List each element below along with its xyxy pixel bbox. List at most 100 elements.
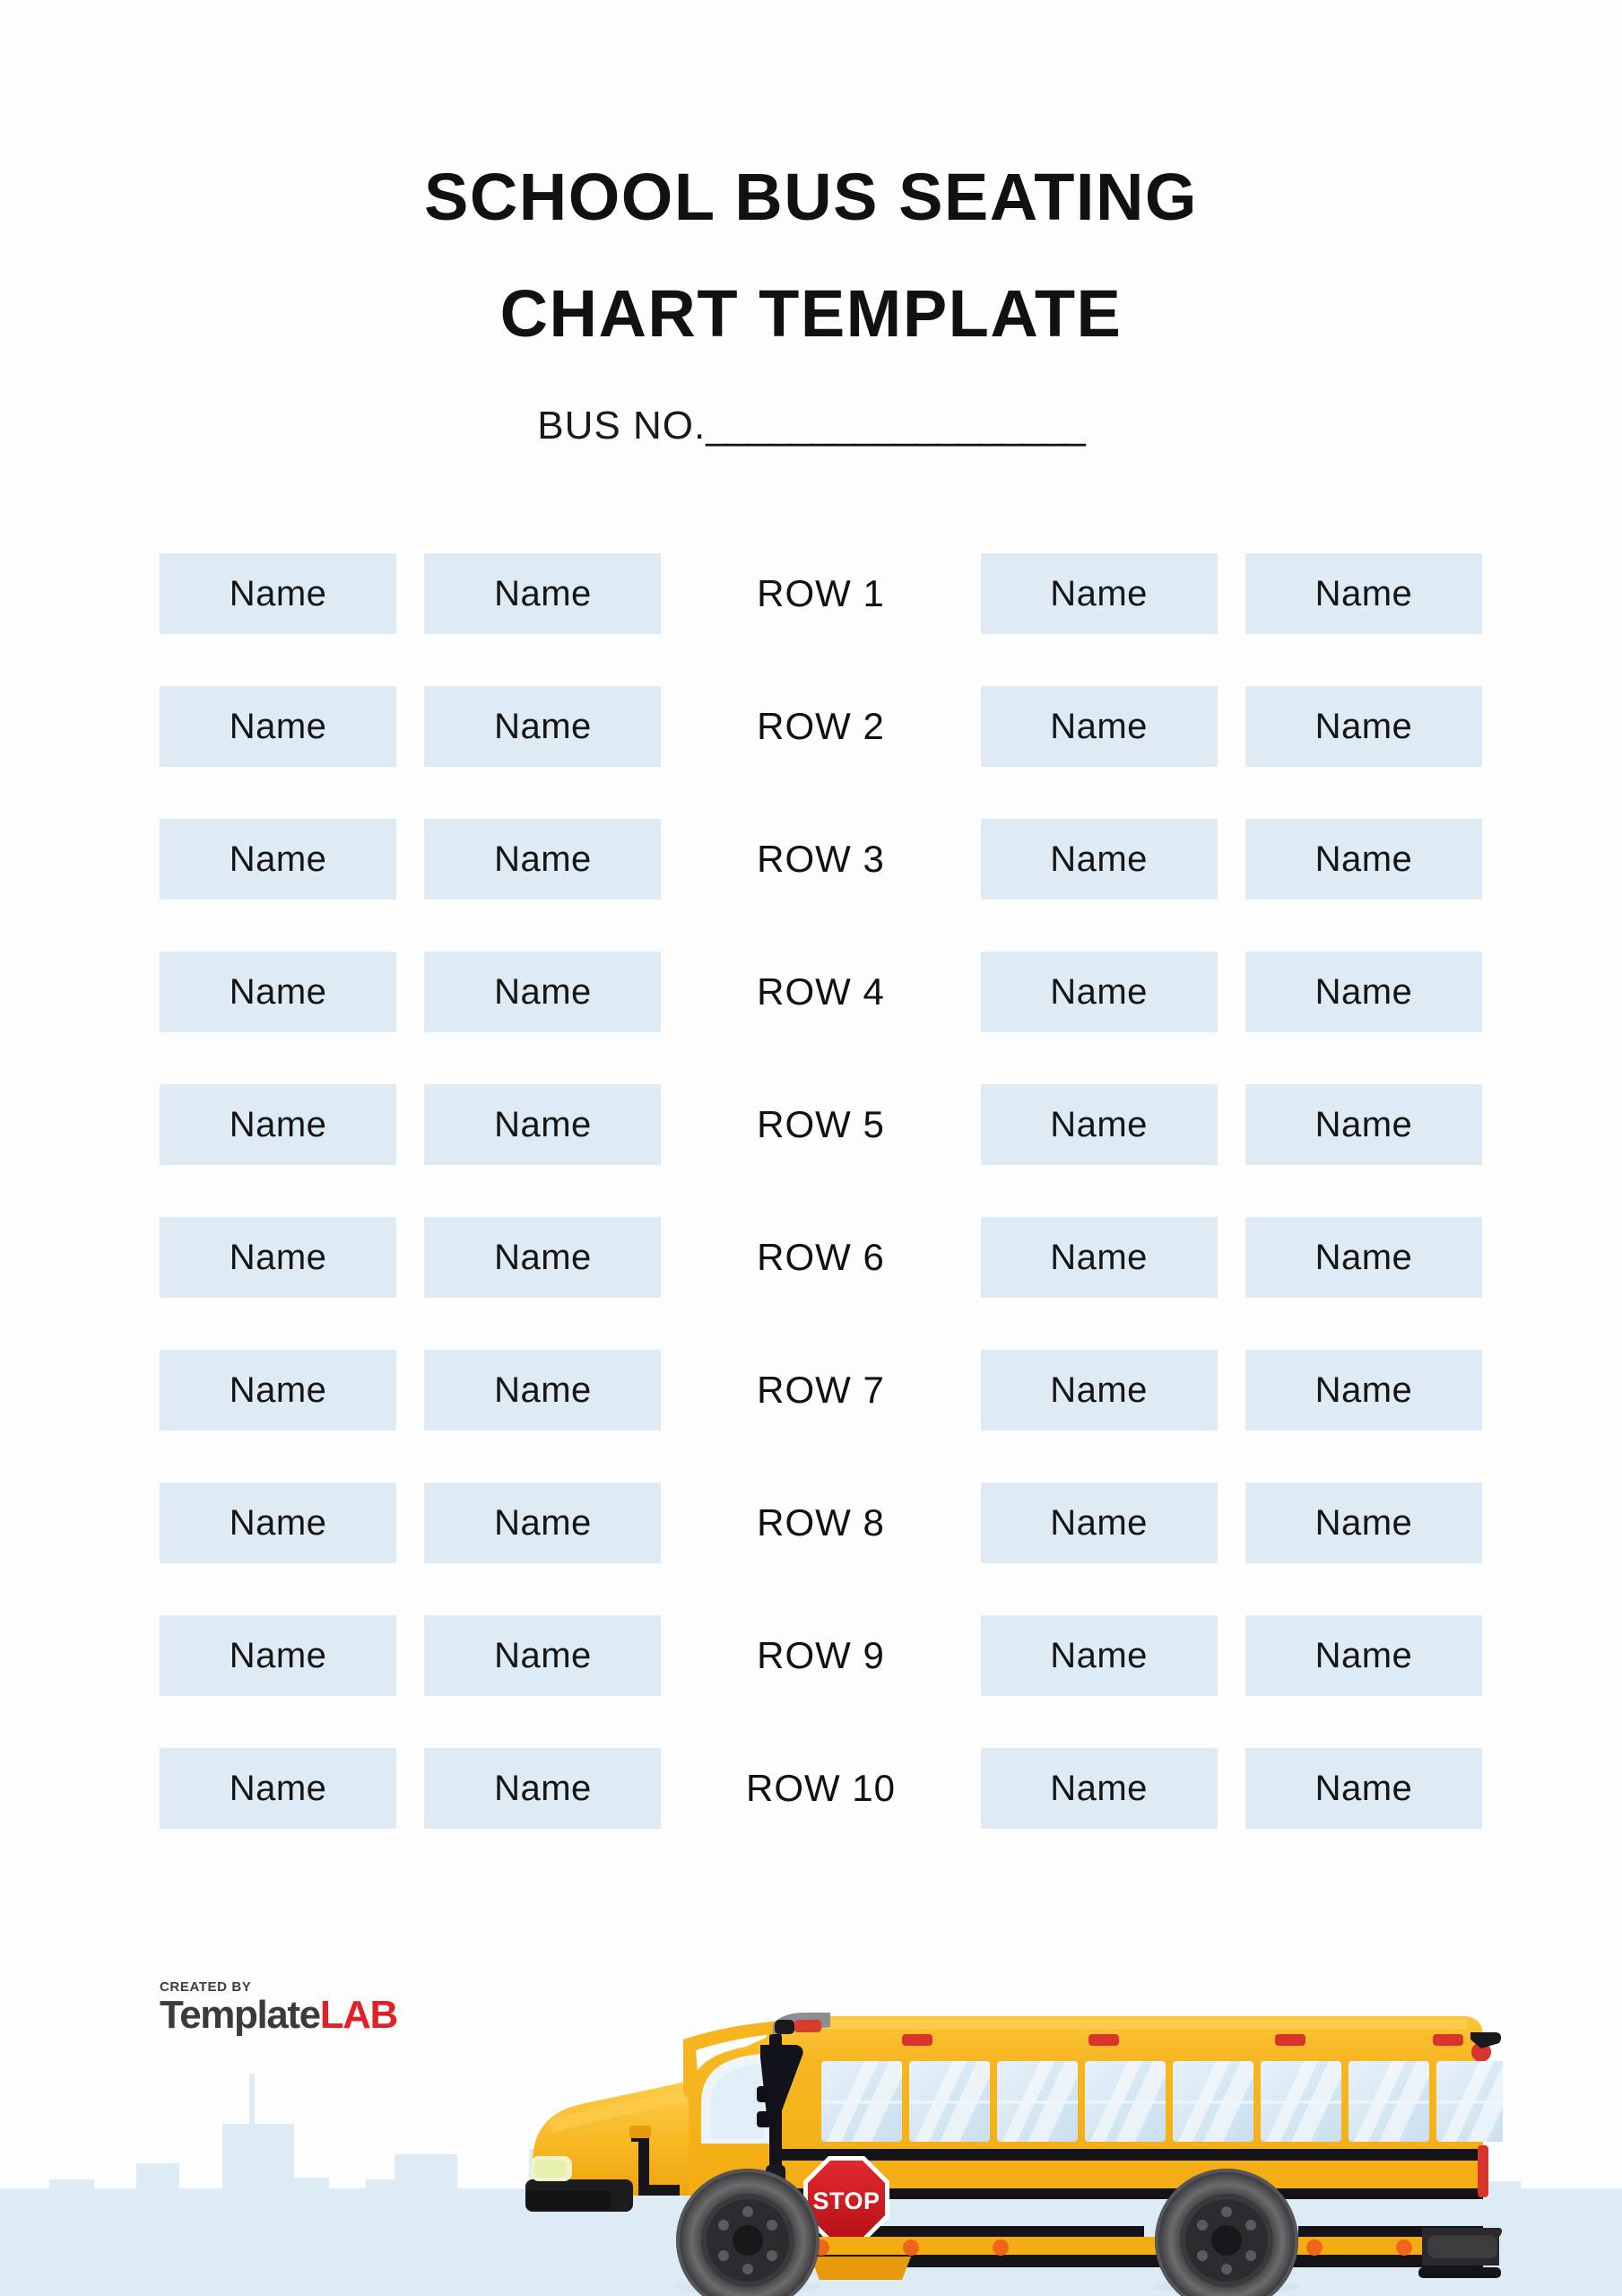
window-glare xyxy=(1178,2061,1253,2142)
row-label-cell: ROW 8 xyxy=(690,1483,952,1563)
seat-name-placeholder: Name xyxy=(1314,1768,1413,1808)
seat-box-right-1[interactable]: Name xyxy=(980,1217,1218,1298)
seat-box-right-2[interactable]: Name xyxy=(1245,1217,1482,1298)
seat-box-left-2[interactable]: Name xyxy=(424,819,662,900)
column-gap xyxy=(661,819,689,900)
seat-box-right-1[interactable]: Name xyxy=(980,553,1218,634)
seat-box-right-1[interactable]: Name xyxy=(980,1615,1218,1696)
seat-box-right-2[interactable]: Name xyxy=(1245,1084,1482,1165)
seat-box-left-1[interactable]: Name xyxy=(160,686,397,767)
seat-name-placeholder: Name xyxy=(1050,1370,1148,1410)
column-gap xyxy=(661,686,689,767)
seat-box-right-2[interactable]: Name xyxy=(1245,952,1482,1032)
seat-box-left-2[interactable]: Name xyxy=(424,1615,662,1696)
row-label: ROW 6 xyxy=(757,1236,885,1278)
row-label-cell: ROW 4 xyxy=(690,952,952,1032)
seat-box-right-2[interactable]: Name xyxy=(1245,686,1482,767)
bus-window-6 xyxy=(1261,2061,1341,2142)
window-glare xyxy=(827,2061,902,2142)
seat-box-left-2[interactable]: Name xyxy=(424,686,662,767)
seat-box-left-2[interactable]: Name xyxy=(424,1084,662,1165)
seat-box-left-2[interactable]: Name xyxy=(424,1350,662,1431)
seat-box-right-1[interactable]: Name xyxy=(980,686,1218,767)
seat-box-right-1[interactable]: Name xyxy=(980,1483,1218,1563)
column-gap xyxy=(661,952,689,1032)
seat-name-placeholder: Name xyxy=(494,839,592,879)
seat-box-left-1[interactable]: Name xyxy=(160,553,397,634)
row-label-cell: ROW 2 xyxy=(690,686,952,767)
seat-box-left-1[interactable]: Name xyxy=(160,1350,397,1431)
column-gap xyxy=(1218,1084,1245,1165)
seat-name-placeholder: Name xyxy=(1314,839,1413,879)
seat-name-placeholder: Name xyxy=(1050,971,1148,1012)
seat-box-left-2[interactable]: Name xyxy=(424,952,662,1032)
seat-box-left-1[interactable]: Name xyxy=(160,1084,397,1165)
seat-name-placeholder: Name xyxy=(494,1104,592,1144)
seat-box-left-2[interactable]: Name xyxy=(424,1217,662,1298)
column-gap xyxy=(952,1615,980,1696)
row-label: ROW 5 xyxy=(757,1103,885,1145)
window-glare xyxy=(1442,2061,1517,2142)
seat-box-right-1[interactable]: Name xyxy=(980,819,1218,900)
seat-name-placeholder: Name xyxy=(229,1104,327,1144)
seat-box-right-1[interactable]: Name xyxy=(980,952,1218,1032)
column-gap xyxy=(1218,952,1245,1032)
seat-box-left-1[interactable]: Name xyxy=(160,819,397,900)
seat-name-placeholder: Name xyxy=(494,1768,592,1808)
column-gap xyxy=(396,686,424,767)
bus-window-3 xyxy=(997,2061,1078,2142)
seat-name-placeholder: Name xyxy=(1050,573,1148,613)
title-line-1: SCHOOL BUS SEATING xyxy=(423,160,1198,234)
seat-name-placeholder: Name xyxy=(1050,1768,1148,1808)
seat-box-right-1[interactable]: Name xyxy=(980,1350,1218,1431)
seat-box-right-1[interactable]: Name xyxy=(980,1084,1218,1165)
seat-name-placeholder: Name xyxy=(229,839,327,879)
window-glare xyxy=(915,2061,990,2142)
bus-number-blank-line[interactable]: __________________ xyxy=(706,404,1085,448)
bus-number-label: BUS NO. xyxy=(537,404,707,448)
column-gap xyxy=(952,553,980,634)
seat-row: Name Name ROW 10 Name Name xyxy=(160,1748,1482,1829)
seat-name-placeholder: Name xyxy=(494,971,592,1012)
column-gap xyxy=(952,1084,980,1165)
seat-box-right-1[interactable]: Name xyxy=(980,1748,1218,1829)
seat-box-left-1[interactable]: Name xyxy=(160,1483,397,1563)
seat-name-placeholder: Name xyxy=(494,1237,592,1277)
bus-window-4 xyxy=(1085,2061,1166,2142)
seat-box-left-2[interactable]: Name xyxy=(424,1748,662,1829)
row-label-cell: ROW 9 xyxy=(690,1615,952,1696)
row-label-cell: ROW 5 xyxy=(690,1084,952,1165)
window-glare xyxy=(1266,2061,1341,2142)
seat-box-right-2[interactable]: Name xyxy=(1245,1748,1482,1829)
seat-box-left-1[interactable]: Name xyxy=(160,1217,397,1298)
svg-text:STOP: STOP xyxy=(812,2187,880,2214)
seat-name-placeholder: Name xyxy=(1314,706,1413,746)
seat-name-placeholder: Name xyxy=(494,706,592,746)
seat-box-right-2[interactable]: Name xyxy=(1245,553,1482,634)
row-label-cell: ROW 10 xyxy=(690,1748,952,1829)
column-gap xyxy=(396,1748,424,1829)
seat-box-right-2[interactable]: Name xyxy=(1245,1483,1482,1563)
row-label: ROW 4 xyxy=(757,970,885,1013)
seat-box-right-2[interactable]: Name xyxy=(1245,1350,1482,1431)
seat-box-left-1[interactable]: Name xyxy=(160,1748,397,1829)
column-gap xyxy=(396,1615,424,1696)
seat-box-left-2[interactable]: Name xyxy=(424,553,662,634)
bus-number-field[interactable]: BUS NO.__________________ xyxy=(0,404,1622,448)
seat-box-left-2[interactable]: Name xyxy=(424,1483,662,1563)
row-label-cell: ROW 7 xyxy=(690,1350,952,1431)
column-gap xyxy=(1218,1615,1245,1696)
seat-name-placeholder: Name xyxy=(494,1370,592,1410)
column-gap xyxy=(952,819,980,900)
seat-box-right-2[interactable]: Name xyxy=(1245,1615,1482,1696)
bus-window-2 xyxy=(909,2061,990,2142)
seat-row: Name Name ROW 6 Name Name xyxy=(160,1217,1482,1298)
seat-box-right-2[interactable]: Name xyxy=(1245,819,1482,900)
seat-box-left-1[interactable]: Name xyxy=(160,1615,397,1696)
column-gap xyxy=(1218,553,1245,634)
seat-box-left-1[interactable]: Name xyxy=(160,952,397,1032)
seat-name-placeholder: Name xyxy=(229,1237,327,1277)
row-label-cell: ROW 6 xyxy=(690,1217,952,1298)
